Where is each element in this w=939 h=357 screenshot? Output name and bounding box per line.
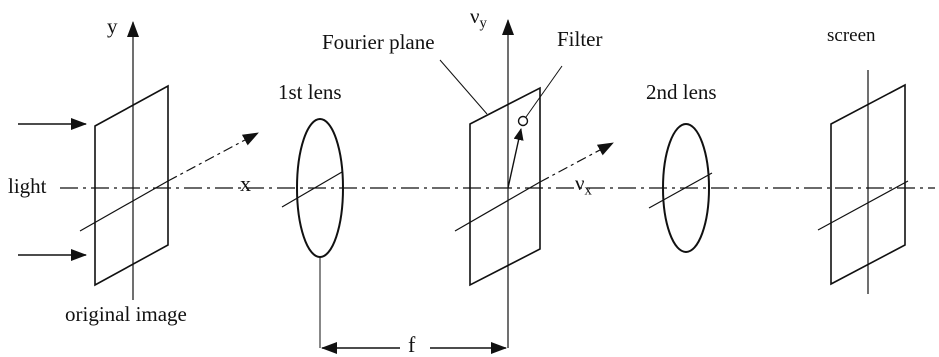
filter-leader xyxy=(525,65,563,118)
second-lens-axis xyxy=(648,172,713,209)
fourier-plane-leader xyxy=(439,59,488,115)
light-label: light xyxy=(8,174,47,198)
first-lens-axis xyxy=(281,171,343,208)
screen-plane xyxy=(830,83,906,286)
nu-x-subscript: x xyxy=(584,182,592,199)
screen-axis xyxy=(817,180,909,231)
first-lens-label: 1st lens xyxy=(278,80,342,104)
nu-x-axis-front xyxy=(539,142,614,183)
filter-arrow xyxy=(507,128,524,189)
focal-length-label: f xyxy=(408,332,416,357)
nu-y-subscript: y xyxy=(479,15,487,32)
nu-x-axis-behind xyxy=(454,181,541,232)
screen-label: screen xyxy=(827,25,876,46)
second-lens-label: 2nd lens xyxy=(646,80,717,104)
original-image-label: original image xyxy=(65,302,187,326)
nu-x-label: νx xyxy=(575,173,592,198)
nu-y-symbol: ν xyxy=(470,4,480,28)
x-axis-behind xyxy=(79,180,169,232)
filter-label: Filter xyxy=(557,27,603,51)
filter-hole xyxy=(517,115,529,127)
second-lens xyxy=(662,123,710,253)
nu-x-symbol: ν xyxy=(575,171,585,195)
fourier-plane xyxy=(469,86,541,287)
x-axis-front xyxy=(167,132,259,182)
x-axis-label: x xyxy=(240,171,251,196)
original-image-plane xyxy=(94,84,169,287)
y-axis-label: y xyxy=(107,14,118,38)
fourier-plane-label: Fourier plane xyxy=(322,30,435,54)
nu-y-label: νy xyxy=(470,6,487,31)
